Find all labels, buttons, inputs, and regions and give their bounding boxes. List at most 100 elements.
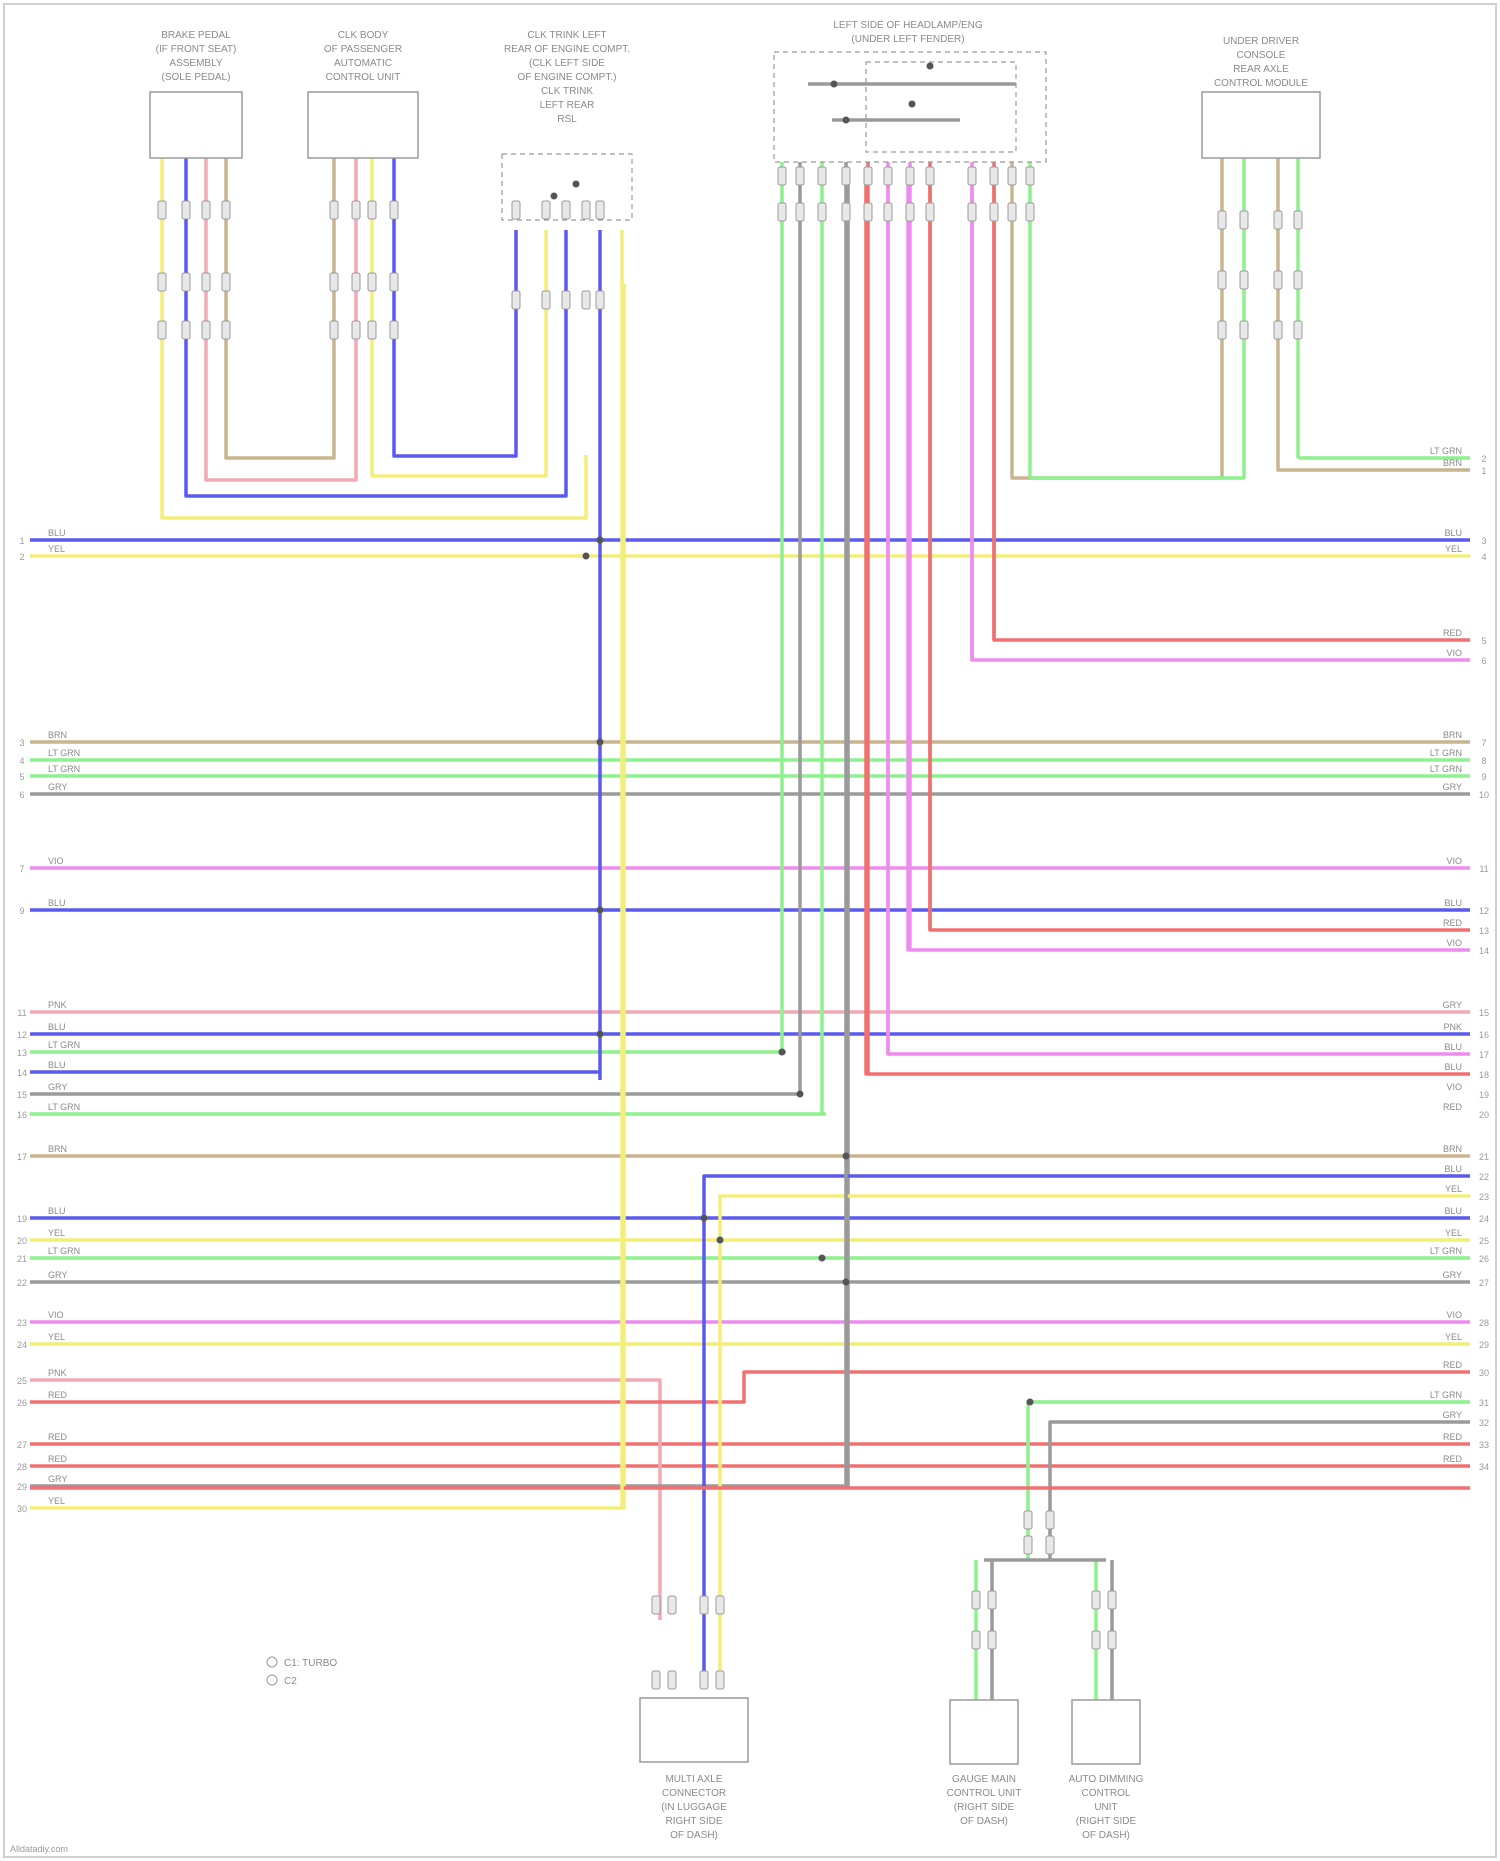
component-label-line: ASSEMBLY [169, 58, 222, 69]
component-trunk-left-rear: CLK TRINK LEFT REAR OF ENGINE COMPT. (CL… [502, 30, 632, 220]
wire-pin-number: 34 [1479, 1462, 1489, 1472]
connector-pin [1092, 1591, 1100, 1609]
connector-pin [864, 167, 872, 185]
connector-pin [1240, 211, 1248, 229]
component-label-line: (UNDER LEFT FENDER) [851, 34, 964, 45]
connector-pin [352, 321, 360, 339]
connector-pin [884, 167, 892, 185]
wire-color-label: BLU [1444, 1206, 1462, 1216]
bus-wire [704, 1176, 1470, 1680]
wire-color-label: BLU [48, 528, 66, 538]
connector-pin [1294, 321, 1302, 339]
connector-pin [778, 203, 786, 221]
connector-pin [512, 201, 520, 219]
wire-pin-number: 28 [1479, 1318, 1489, 1328]
connector-pin [368, 273, 376, 291]
connector-pin [1294, 271, 1302, 289]
connector-pin [1240, 271, 1248, 289]
connector-pin [1046, 1511, 1054, 1529]
splice-dot [843, 1279, 850, 1286]
component-label-line: MULTI AXLE [665, 1774, 722, 1785]
wire-pin-number: 16 [17, 1110, 27, 1120]
wire-color-label: PNK [48, 1000, 67, 1010]
connector-pin [668, 1596, 676, 1614]
component-label-line: OF PASSENGER [324, 44, 402, 55]
splice-dot [819, 1255, 826, 1262]
connector-pin [972, 1591, 980, 1609]
connector-pin [990, 167, 998, 185]
splice-dot [831, 81, 838, 88]
component-label-line: CONNECTOR [662, 1788, 726, 1799]
component-label-line: OF DASH) [960, 1816, 1008, 1827]
component-label-line: AUTOMATIC [334, 58, 392, 69]
wire-pin-number: 5 [1481, 636, 1486, 646]
component-label-line: RIGHT SIDE [665, 1816, 722, 1827]
wire-color-label: RED [48, 1454, 68, 1464]
connector-pin [796, 203, 804, 221]
connector-pin [582, 201, 590, 219]
component-passenger-control-unit: CLK BODY OF PASSENGER AUTOMATIC CONTROL … [308, 30, 418, 158]
connector-pin [352, 201, 360, 219]
legend-item: C2 [284, 1676, 297, 1687]
connector-pin [1218, 211, 1226, 229]
wire-color-label: BLU [48, 898, 66, 908]
connector-pin [158, 201, 166, 219]
wire-pin-number: 6 [19, 790, 24, 800]
wire-color-label: RED [1443, 1102, 1463, 1112]
connector-pin [202, 321, 210, 339]
wire-color-label: RED [1443, 1432, 1463, 1442]
connector-pin [700, 1596, 708, 1614]
bus-wire [994, 178, 1470, 640]
wire-pin-number: 23 [1479, 1192, 1489, 1202]
connector-pin [158, 273, 166, 291]
wire-color-label: VIO [1446, 648, 1462, 658]
connector-pin [596, 201, 604, 219]
connector-pin [968, 167, 976, 185]
component-label-line: REAR AXLE [1233, 64, 1289, 75]
wire-pin-number: 8 [1481, 756, 1486, 766]
component-label-line: (IF FRONT SEAT) [156, 44, 237, 55]
wire-color-label: LT GRN [48, 1102, 80, 1112]
harness-wire [1012, 158, 1222, 478]
connector-pin [1026, 167, 1034, 185]
wire-color-label: GRY [48, 1474, 67, 1484]
splice-dot [597, 537, 604, 544]
wire-pin-number: 33 [1479, 1440, 1489, 1450]
wire-color-label: BLU [1444, 898, 1462, 908]
wire-pin-number: 2 [1481, 454, 1486, 464]
harness-wire [1278, 158, 1470, 470]
wire-pin-number: 7 [19, 864, 24, 874]
connector-pin [1008, 203, 1016, 221]
connector-pin [1218, 271, 1226, 289]
connector-pin [1026, 203, 1034, 221]
wire-color-label: RED [1443, 1454, 1463, 1464]
connector-pin [1274, 271, 1282, 289]
component-label-line: UNDER DRIVER [1223, 36, 1299, 47]
wire-pin-number: 25 [1479, 1236, 1489, 1246]
wire-color-label: VIO [1446, 938, 1462, 948]
wire-pin-number: 4 [19, 756, 24, 766]
wire-pin-number: 20 [17, 1236, 27, 1246]
wire-color-label: RED [1443, 628, 1463, 638]
connector-pin [512, 291, 520, 309]
splice-dot [843, 1153, 850, 1160]
connector-pin [778, 167, 786, 185]
wire-color-label: BRN [48, 730, 67, 740]
wire-pin-number: 14 [17, 1068, 27, 1078]
wire-pin-number: 20 [1479, 1110, 1489, 1120]
component-label-line: CLK TRINK [541, 86, 593, 97]
wire-color-label: GRY [1443, 1410, 1462, 1420]
connector-pin [182, 321, 190, 339]
wire-color-label: RED [1443, 1360, 1463, 1370]
wire-color-label: LT GRN [1430, 764, 1462, 774]
component-label-line: BRAKE PEDAL [161, 30, 231, 41]
wire-pin-number: 3 [19, 738, 24, 748]
wire-color-label: GRY [1443, 1270, 1462, 1280]
wire-color-label: BLU [1444, 528, 1462, 538]
wire-color-label: YEL [48, 1228, 65, 1238]
connector-pin [1108, 1631, 1116, 1649]
component-label-line: CONTROL UNIT [947, 1788, 1022, 1799]
bus-wire [30, 178, 848, 1486]
wire-pin-number: 27 [1479, 1278, 1489, 1288]
wire-color-label: BLU [48, 1022, 66, 1032]
